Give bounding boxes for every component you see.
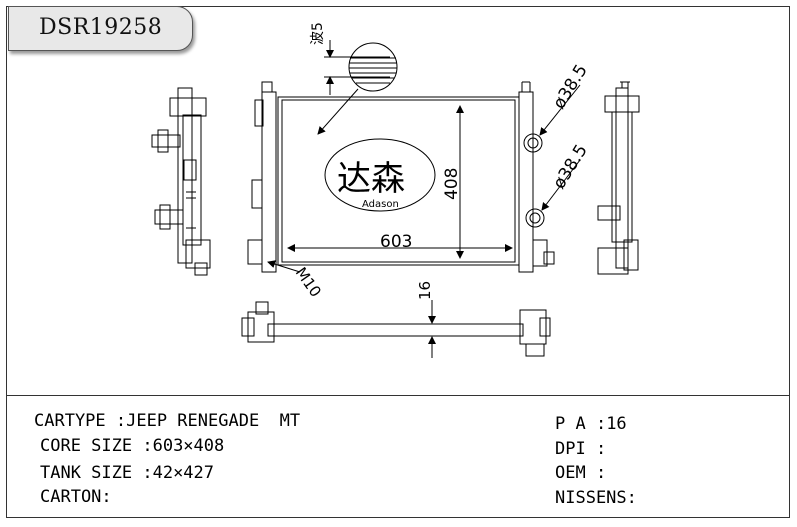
spec-dpi: DPI : [555,439,606,459]
thread-leader [267,260,301,273]
logo-text: 达森 [337,159,405,199]
dim-width-label: 603 [380,232,412,252]
spec-cartype: CARTYPE :JEEP RENEGADE MT [34,411,300,431]
logo-ellipse [324,138,436,212]
spec-oem: OEM : [555,463,606,483]
spec-label: DPI : [555,439,607,459]
model-code: DSR19258 [39,15,163,40]
dim-thread-label: M10 [292,264,325,301]
spec-value: 16 [606,414,627,434]
spec-label: CORE SIZE : [40,436,153,456]
spec-divider [6,395,790,396]
spec-value: 42×427 [152,463,215,483]
spec-label: NISSENS: [555,488,637,508]
dim-pipe-bottom-label: ø38.5 [549,141,592,193]
drawing-frame [6,6,790,518]
fin-detail [317,40,398,135]
bottom-view [241,301,551,357]
spec-pa: P A :16 [555,414,627,434]
adason-logo: 达森 Adason [324,138,436,212]
spec-value: JEEP RENEGADE MT [126,411,301,431]
spec-label: OEM : [555,463,607,483]
logo-sub: Adason [362,199,399,210]
spec-label: CARTYPE : [34,411,127,431]
dim-thickness-label: 16 [416,281,434,300]
spec-value: 603×408 [152,436,225,456]
pipe-bottom-leader [541,159,581,211]
spec-tank-size: TANK SIZE :42×427 [40,463,214,483]
model-tag: DSR19258 [8,6,193,51]
radiator-front-view [247,81,555,273]
spec-label: CARTON: [40,487,112,507]
spec-label: P A : [555,414,607,434]
spec-label: TANK SIZE : [40,463,153,483]
dim-pipe-top-label: ø38.5 [549,61,592,113]
spec-nissens: NISSENS: [555,488,637,508]
spec-core-size: CORE SIZE :603×408 [40,436,224,456]
spec-carton: CARTON: [40,487,112,507]
dim-height-label: 408 [442,168,462,200]
right-side-view [597,81,640,275]
pipe-top-leader [539,84,581,136]
left-side-view [151,87,211,276]
dim-wave-label: 波5 [310,22,326,45]
